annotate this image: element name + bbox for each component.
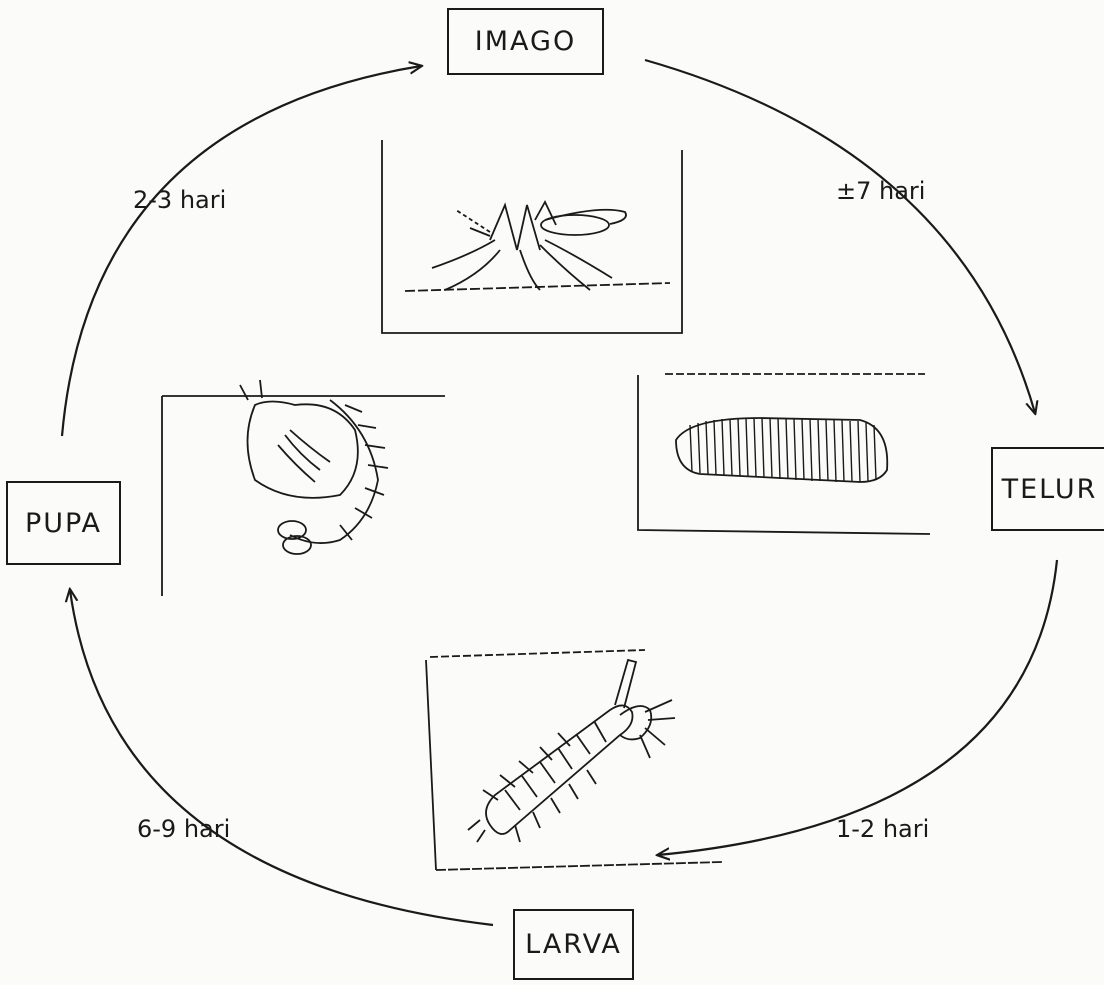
pupa-illustration xyxy=(162,380,445,596)
arrow-telur-to-larva xyxy=(658,560,1057,855)
larva-illustration xyxy=(426,650,722,870)
duration-telur-to-larva: 1-2 hari xyxy=(836,815,929,843)
duration-imago-to-telur: ±7 hari xyxy=(836,177,925,205)
arrow-imago-to-telur xyxy=(645,60,1035,413)
stage-imago-label: IMAGO xyxy=(447,8,604,75)
stage-pupa-label: PUPA xyxy=(6,481,121,565)
stage-telur-label: TELUR xyxy=(991,447,1104,531)
mosquito-adult-illustration xyxy=(382,140,682,333)
stage-larva-label: LARVA xyxy=(513,909,634,980)
egg-raft-illustration xyxy=(638,374,930,534)
duration-larva-to-pupa: 6-9 hari xyxy=(137,815,230,843)
arrow-larva-to-pupa xyxy=(70,590,493,925)
duration-pupa-to-imago: 2-3 hari xyxy=(133,186,226,214)
arrow-pupa-to-imago xyxy=(62,66,421,436)
